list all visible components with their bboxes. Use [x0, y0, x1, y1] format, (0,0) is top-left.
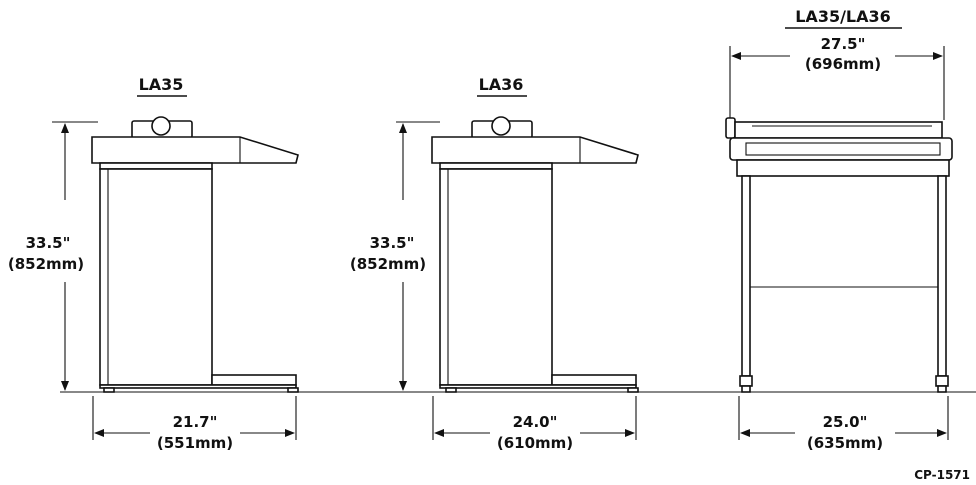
la35-side-view: LA35 33.5" (852mm) 21.7" (551mm): [8, 75, 299, 452]
la36-height-mm: (852mm): [350, 255, 426, 273]
front-top-width-in: 27.5": [821, 35, 866, 53]
front-width-mm: (635mm): [807, 434, 883, 452]
la35-width-in: 21.7": [173, 413, 218, 431]
front-view: LA35/LA36 27.5" (696mm) 25.0" (635mm): [725, 7, 953, 452]
figure-code: CP-1571: [914, 468, 970, 482]
front-width-in: 25.0": [823, 413, 868, 431]
la35-width-mm: (551mm): [157, 434, 233, 452]
la36-side-view: LA36 33.5" (852mm) 24.0" (610mm): [350, 75, 639, 452]
la36-width-in: 24.0": [513, 413, 558, 431]
front-top-width-mm: (696mm): [805, 55, 881, 73]
la36-width-mm: (610mm): [497, 434, 573, 452]
la36-height-in: 33.5": [370, 234, 415, 252]
front-title: LA35/LA36: [795, 7, 891, 26]
la35-height-in: 33.5": [26, 234, 71, 252]
la35-title: LA35: [139, 75, 184, 94]
la35-height-mm: (852mm): [8, 255, 84, 273]
la36-title: LA36: [479, 75, 524, 94]
